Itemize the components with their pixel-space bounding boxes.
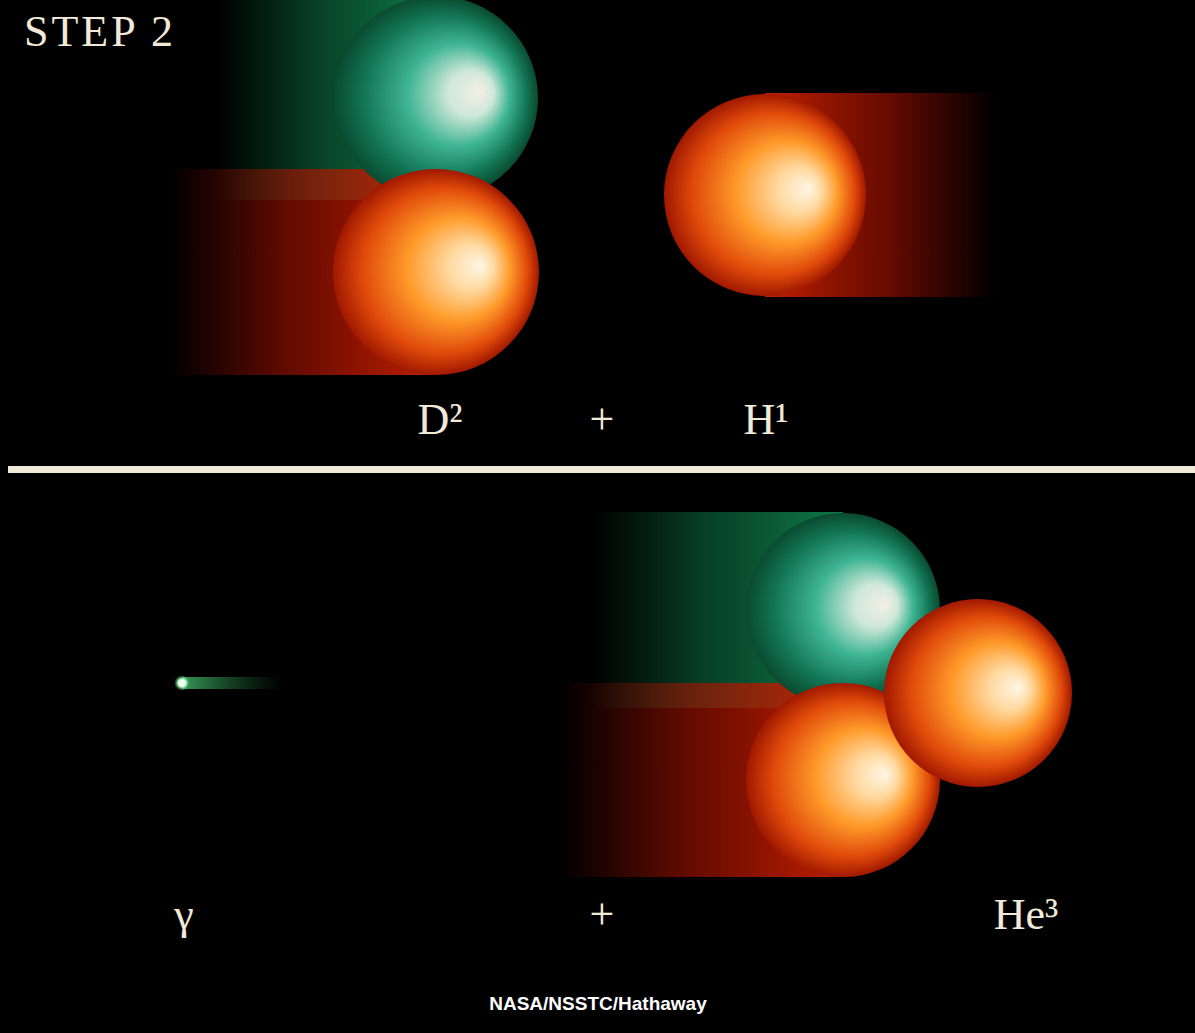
photon-label: γ xyxy=(174,893,193,937)
proton-sphere xyxy=(884,599,1072,787)
proton-sphere xyxy=(333,169,539,375)
step-title: STEP 2 xyxy=(24,10,176,54)
nucleus-label: He³ xyxy=(994,893,1059,937)
credit-watermark: NASA/NSSTC/Hathaway xyxy=(489,994,707,1013)
nucleus-label: D² xyxy=(418,398,463,442)
plus-sign: + xyxy=(590,893,615,937)
nucleus-label: H¹ xyxy=(744,398,789,442)
photon-dot xyxy=(174,675,190,691)
divider-line xyxy=(8,466,1195,473)
plus-sign: + xyxy=(590,398,615,442)
photon-trail xyxy=(182,677,282,689)
proton-sphere xyxy=(664,94,866,296)
photon-core xyxy=(179,680,186,687)
